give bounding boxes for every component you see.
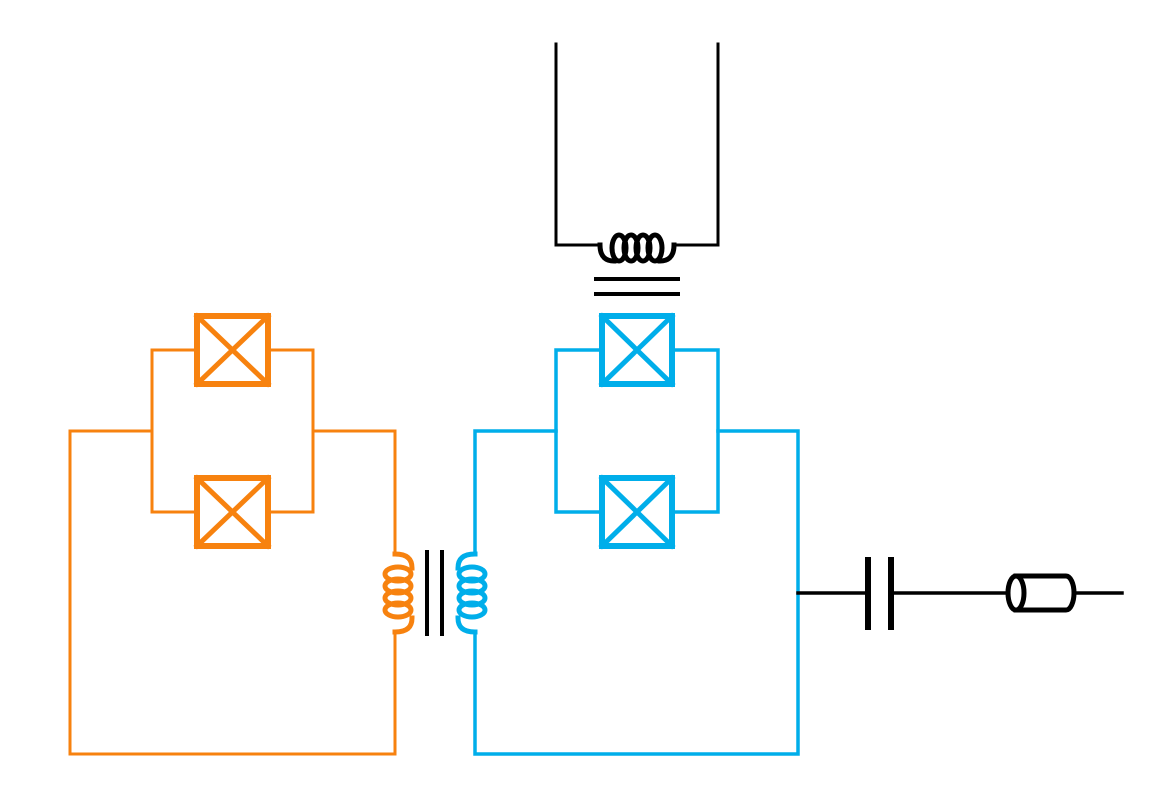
top-flux-line (554, 42, 720, 296)
right-circuit (455, 312, 800, 756)
left-outer-loop-wire (68, 429, 397, 756)
mutual-inductance-core-top-right (594, 277, 680, 296)
right-outer-loop-wire (473, 429, 800, 756)
mutual-inductance-core-left-right (425, 550, 444, 636)
left-circuit (68, 312, 415, 756)
left-inductor-coil (382, 551, 415, 635)
left-squid-loop-wire (150, 348, 315, 514)
right-josephson-junction-bottom (598, 474, 676, 550)
output-line (796, 557, 1124, 630)
left-josephson-junction-bottom (193, 474, 272, 550)
left-josephson-junction-top (193, 312, 272, 388)
transmission-line-icon (1005, 573, 1077, 613)
coupling-capacitor (865, 557, 894, 630)
right-josephson-junction-top (598, 312, 676, 388)
top-line-wire (554, 42, 720, 247)
top-inductor-coil (597, 232, 677, 264)
right-inductor-coil (455, 551, 488, 635)
right-squid-loop-wire (554, 348, 720, 514)
